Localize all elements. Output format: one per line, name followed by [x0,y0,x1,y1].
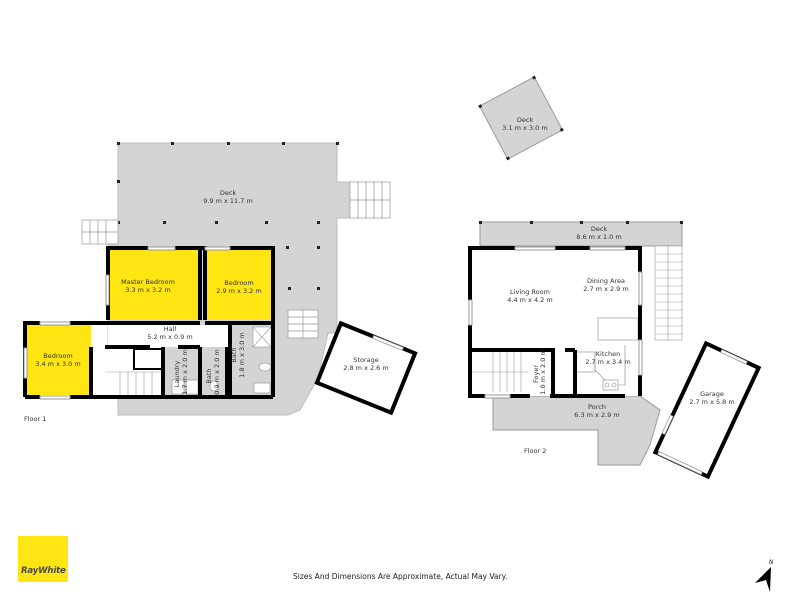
label-dining-name: Dining Area [587,277,625,285]
floor-1-plan [23,142,418,416]
label-living-room-size: 4.4 m x 4.2 m [507,296,552,304]
label-garage-size: 2.7 m x 5.8 m [689,398,734,406]
closet-area [91,345,105,397]
label-porch-size: 6.3 m x 2.9 m [574,411,619,419]
label-bath-small-name: Bath [205,368,213,383]
master-bedroom-area [108,250,200,320]
label-bath-small-size: 0.9 m x 2.0 m [213,349,221,394]
label-storage-name: Storage [353,356,378,364]
label-bedroom3-name: Bedroom [43,352,72,360]
label-living-room-name: Living Room [510,288,550,296]
floor1-deck-stairs [287,309,319,339]
label-porch-name: Porch [588,403,606,411]
floor-2-label: Floor 2 [524,447,546,455]
bedroom-3-area [25,325,91,395]
label-foyer-size: 1.0 m x 2.0 m [539,349,547,394]
label-dining-size: 2.7 m x 2.9 m [583,285,628,293]
floor1-right-stairs [349,181,391,219]
north-compass-icon: N [755,559,774,592]
label-foyer-name: Foyer [532,365,540,383]
raywhite-logo: RayWhite [18,536,68,582]
floor2-right-stairs [654,245,683,341]
label-bath-large-name: Bath [230,347,238,362]
label-garage-name: Garage [700,390,724,398]
floor-2-plan [468,75,762,480]
label-kitchen-name: Kitchen [596,350,620,358]
shower-icon [252,326,272,348]
floor2-walls [468,246,642,398]
label-storage-size: 2.8 m x 2.6 m [343,364,388,372]
floor-1-label: Floor 1 [24,415,46,423]
compass-n-label: N [769,559,774,566]
label-deck-f1-size: 9.9 m x 11.7 m [203,197,253,205]
floor2-windows [468,246,643,399]
floor1-left-stairs [81,219,119,245]
label-laundry-size: 1.7 m x 2.0 m [181,349,189,394]
floor2-long-deck [479,221,683,247]
label-master-bedroom-size: 3.3 m x 3.2 m [125,286,170,294]
label-hall-size: 5.2 m x 0.9 m [147,333,192,341]
floor1-windows [23,246,231,400]
deck-posts [117,142,339,290]
garage-room [652,340,762,480]
label-bedroom3-size: 3.4 m x 3.0 m [35,360,80,368]
label-deck-small-name: Deck [517,116,534,124]
label-bath-large-size: 1.8 m x 3.0 m [238,332,246,377]
label-master-bedroom-name: Master Bedroom [121,278,175,286]
label-bedroom2-name: Bedroom [224,279,253,287]
floor2-inner-stairs [472,352,528,392]
label-deck-small-size: 3.1 m x 3.0 m [502,124,547,132]
label-deck-long-size: 8.6 m x 1.0 m [576,233,621,241]
storage-room [314,320,418,416]
label-bedroom2-size: 2.9 m x 3.2 m [216,287,261,295]
bedroom-2-area [205,250,273,320]
label-hall-name: Hall [164,325,177,333]
label-laundry-name: Laundry [173,361,181,388]
porch-area [492,395,661,466]
label-deck-f1-name: Deck [220,189,237,197]
floor2-small-deck [478,75,564,161]
disclaimer-text: Sizes And Dimensions Are Approximate, Ac… [293,572,508,581]
brand-name: RayWhite [21,566,66,576]
deck2-posts [479,221,683,224]
label-kitchen-size: 2.7 m x 3.4 m [585,358,630,366]
label-deck-long-name: Deck [591,225,608,233]
bathroom-fixtures [171,362,272,395]
